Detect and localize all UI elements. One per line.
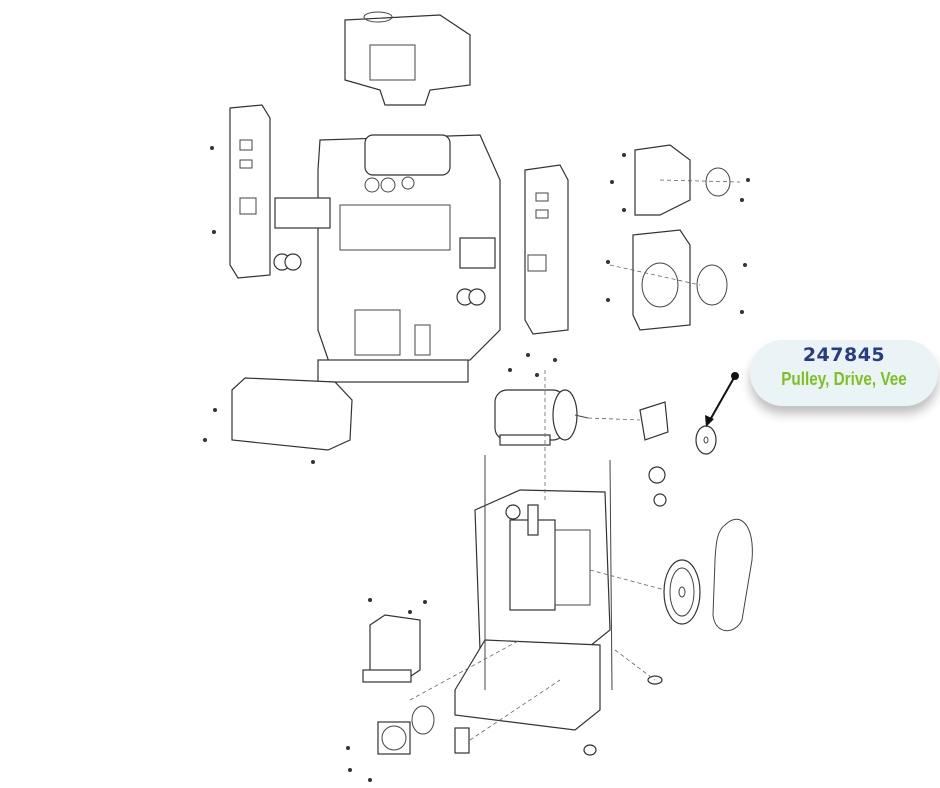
assembly-lines bbox=[409, 179, 741, 741]
fan-housing bbox=[632, 144, 731, 331]
fasteners bbox=[203, 146, 750, 782]
large-pulley bbox=[663, 559, 701, 625]
drive-plate bbox=[639, 401, 717, 507]
cooling-fan bbox=[377, 705, 435, 755]
right-side-panel bbox=[524, 164, 569, 335]
top-shroud bbox=[344, 11, 471, 106]
drive-vee-pulley bbox=[695, 425, 717, 455]
drive-belt bbox=[712, 518, 753, 632]
callout-leader-arrow bbox=[705, 372, 739, 427]
motor bbox=[494, 389, 589, 446]
part-name: Pulley, Drive, Vee bbox=[781, 369, 907, 389]
upper-module-assembly bbox=[273, 134, 501, 383]
part-callout[interactable]: 247845 Pulley, Drive, Vee bbox=[750, 340, 938, 406]
transformer bbox=[362, 614, 421, 683]
part-number: 247845 bbox=[802, 344, 886, 366]
lower-frame-assembly bbox=[454, 455, 613, 731]
front-cover-panel bbox=[231, 377, 353, 451]
left-side-panel bbox=[229, 104, 271, 279]
terminal-block bbox=[454, 727, 470, 754]
